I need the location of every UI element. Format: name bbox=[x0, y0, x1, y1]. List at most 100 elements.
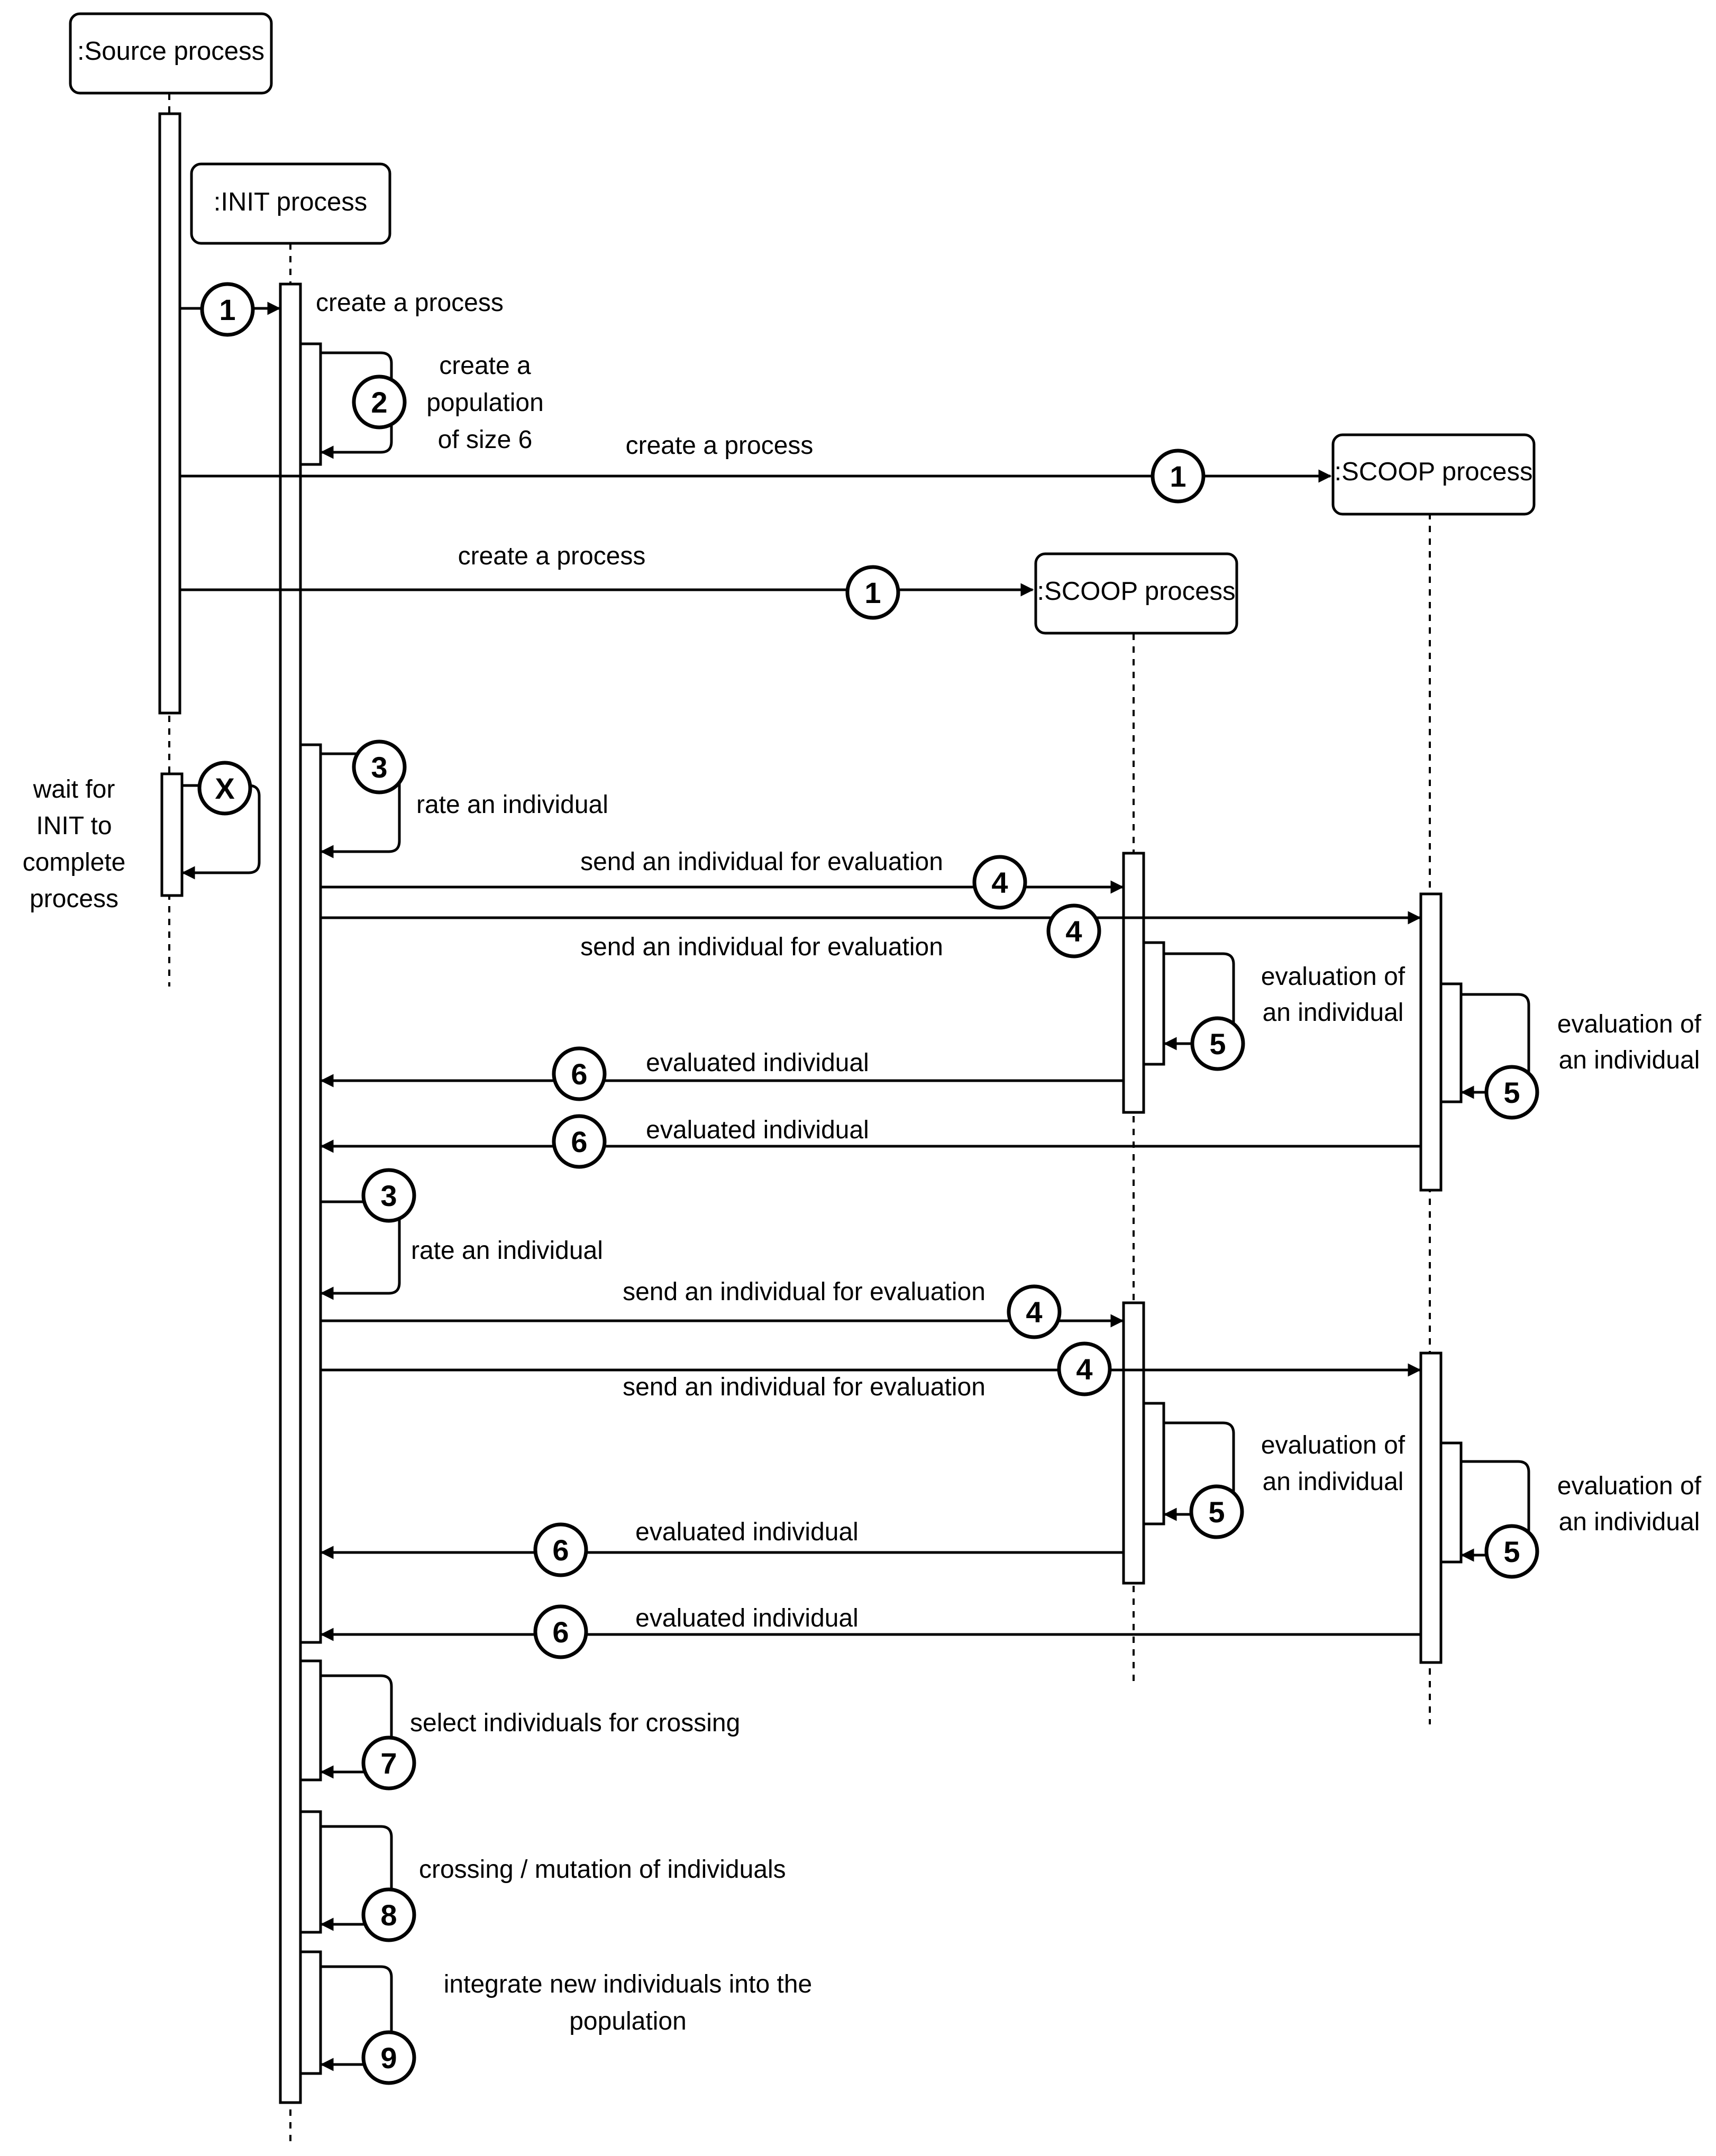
svg-text:2: 2 bbox=[371, 386, 387, 419]
scoop-b-activation-1 bbox=[1419, 892, 1443, 1192]
evaluated-individual-a-1-label: evaluated individual bbox=[646, 1049, 869, 1077]
step-6-marker: 6 bbox=[533, 1522, 588, 1577]
create-population-label-line1: create a bbox=[439, 352, 531, 380]
svg-text:3: 3 bbox=[380, 1179, 397, 1212]
send-individual-b-2-label: send an individual for evaluation bbox=[623, 1373, 985, 1401]
step-4-marker: 4 bbox=[1046, 903, 1101, 958]
evaluation-a-2-label-line2: an individual bbox=[1263, 1468, 1404, 1496]
step-7-marker: 7 bbox=[361, 1735, 416, 1790]
svg-text:1: 1 bbox=[219, 293, 235, 326]
scoop-process-a-label: :SCOOP process bbox=[1037, 577, 1236, 606]
step-4-marker: 4 bbox=[1007, 1284, 1062, 1339]
svg-text:7: 7 bbox=[380, 1747, 397, 1780]
evaluation-a-1-label-line1: evaluation of bbox=[1261, 963, 1405, 991]
source-activation-1 bbox=[158, 112, 181, 715]
svg-text:5: 5 bbox=[1208, 1495, 1225, 1529]
svg-text:3: 3 bbox=[371, 751, 387, 784]
step-6-marker: 6 bbox=[552, 1046, 607, 1101]
scoop-b-activation-eval-2 bbox=[1439, 1441, 1463, 1564]
step-6-marker: 6 bbox=[552, 1114, 607, 1169]
scoop-process-a-header: :SCOOP process bbox=[1034, 552, 1238, 635]
rate-individual-2-label: rate an individual bbox=[411, 1237, 603, 1265]
step-5-marker: 5 bbox=[1190, 1016, 1245, 1071]
wait-label-line4: process bbox=[30, 885, 118, 913]
scoop-a-activation-eval-1 bbox=[1142, 941, 1165, 1066]
svg-text:6: 6 bbox=[552, 1533, 569, 1567]
crossing-mutation-label: crossing / mutation of individuals bbox=[419, 1856, 786, 1884]
rate-individual-1-label: rate an individual bbox=[416, 791, 608, 819]
svg-text:8: 8 bbox=[380, 1898, 397, 1932]
evaluated-individual-b-1-label: evaluated individual bbox=[646, 1116, 869, 1144]
scoop-b-activation-2 bbox=[1419, 1351, 1443, 1664]
wait-label-line2: INIT to bbox=[36, 812, 112, 840]
svg-text:X: X bbox=[215, 772, 234, 805]
svg-text:6: 6 bbox=[571, 1125, 587, 1158]
step-8-marker: 8 bbox=[361, 1887, 416, 1942]
send-individual-a-2-label: send an individual for evaluation bbox=[623, 1278, 985, 1306]
evaluated-individual-a-2-label: evaluated individual bbox=[635, 1518, 859, 1546]
evaluation-b-2-label-line2: an individual bbox=[1559, 1508, 1700, 1536]
create-scoop-b-label: create a process bbox=[626, 432, 814, 460]
step-5-marker: 5 bbox=[1189, 1484, 1244, 1539]
create-population-label-line2: population bbox=[426, 389, 544, 417]
svg-text:4: 4 bbox=[1076, 1353, 1092, 1386]
source-activation-wait bbox=[160, 772, 184, 897]
integrate-individuals-label-line1: integrate new individuals into the bbox=[444, 1970, 812, 1998]
svg-text:6: 6 bbox=[552, 1615, 569, 1649]
wait-label-line3: complete bbox=[23, 848, 126, 876]
svg-text:9: 9 bbox=[380, 2041, 397, 2075]
svg-text:5: 5 bbox=[1503, 1076, 1520, 1109]
evaluation-b-1-label-line1: evaluation of bbox=[1557, 1010, 1702, 1038]
svg-text:1: 1 bbox=[864, 576, 881, 609]
svg-text:5: 5 bbox=[1209, 1027, 1226, 1061]
integrate-individuals-label-line2: population bbox=[569, 2007, 687, 2035]
scoop-process-b-label: :SCOOP process bbox=[1335, 458, 1533, 486]
svg-text:6: 6 bbox=[571, 1057, 587, 1091]
evaluation-a-2-label-line1: evaluation of bbox=[1261, 1431, 1405, 1459]
step-2-marker: 2 bbox=[352, 374, 407, 430]
step-3-marker: 3 bbox=[361, 1168, 416, 1223]
select-individuals-label: select individuals for crossing bbox=[410, 1709, 740, 1737]
scoop-a-activation-2 bbox=[1122, 1301, 1145, 1585]
init-activation-select bbox=[299, 1659, 322, 1782]
svg-text:4: 4 bbox=[991, 866, 1008, 899]
step-6-marker: 6 bbox=[533, 1604, 588, 1659]
scoop-a-activation-eval-2 bbox=[1142, 1402, 1165, 1525]
init-activation-rate-1 bbox=[299, 743, 322, 1644]
send-individual-b-1-label: send an individual for evaluation bbox=[580, 933, 943, 961]
step-x-marker: X bbox=[197, 761, 252, 816]
evaluation-b-1-label-line2: an individual bbox=[1559, 1046, 1700, 1074]
init-activation-population bbox=[299, 342, 322, 466]
create-population-label-line3: of size 6 bbox=[438, 426, 533, 454]
step-1-marker: 1 bbox=[1151, 449, 1206, 504]
step-5-marker: 5 bbox=[1484, 1524, 1539, 1579]
init-activation-integrate bbox=[299, 1950, 322, 2075]
source-process-label: :Source process bbox=[77, 37, 264, 66]
step-1-marker: 1 bbox=[845, 565, 900, 620]
init-activation-main bbox=[279, 282, 302, 2104]
step-9-marker: 9 bbox=[361, 2030, 416, 2085]
svg-text:4: 4 bbox=[1065, 915, 1082, 948]
source-process-header: :Source process bbox=[69, 12, 273, 95]
step-5-marker: 5 bbox=[1484, 1065, 1539, 1120]
svg-text:4: 4 bbox=[1026, 1295, 1042, 1329]
step-1-marker: 1 bbox=[200, 282, 255, 337]
send-individual-a-1-label: send an individual for evaluation bbox=[580, 848, 943, 876]
init-process-label: :INIT process bbox=[214, 188, 367, 216]
evaluation-a-1-label-line2: an individual bbox=[1263, 999, 1404, 1027]
create-init-label: create a process bbox=[316, 289, 504, 317]
evaluated-individual-b-2-label: evaluated individual bbox=[635, 1604, 859, 1632]
evaluation-b-2-label-line1: evaluation of bbox=[1557, 1472, 1702, 1500]
init-process-header: :INIT process bbox=[190, 162, 391, 245]
step-3-marker: 3 bbox=[352, 739, 407, 794]
svg-text:5: 5 bbox=[1503, 1535, 1520, 1568]
wait-arrow bbox=[181, 784, 261, 880]
create-scoop-a-label: create a process bbox=[458, 542, 646, 570]
scoop-a-activation-1 bbox=[1122, 852, 1145, 1114]
step-4-marker: 4 bbox=[972, 855, 1027, 910]
scoop-b-activation-eval-1 bbox=[1439, 982, 1463, 1103]
scoop-process-b-header: :SCOOP process bbox=[1331, 433, 1536, 516]
step-4-marker: 4 bbox=[1057, 1341, 1112, 1396]
svg-text:1: 1 bbox=[1170, 460, 1186, 493]
